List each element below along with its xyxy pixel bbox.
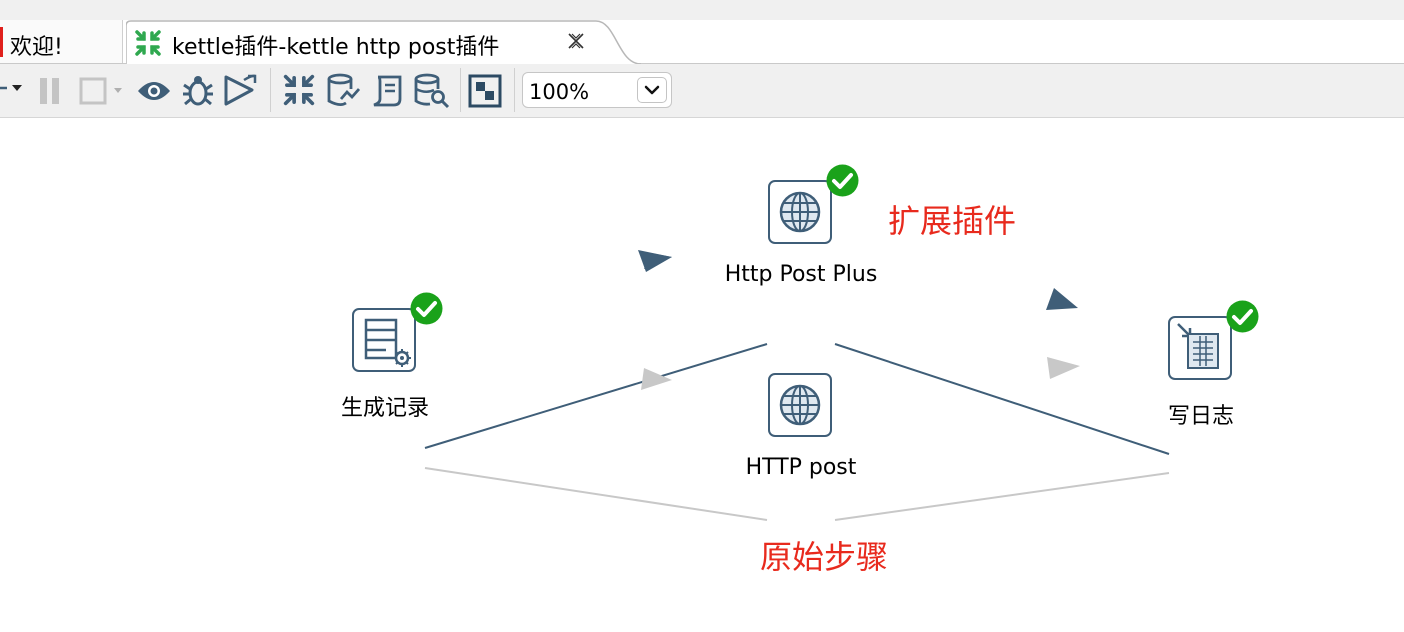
verify-icon[interactable] bbox=[282, 73, 316, 107]
globe-icon bbox=[779, 384, 821, 426]
toolbar-separator bbox=[514, 68, 515, 112]
stop-icon[interactable] bbox=[78, 76, 128, 106]
run-dropdown-icon[interactable] bbox=[0, 78, 24, 98]
tab-bar: 欢迎! kettle插件-kettle http post插件 bbox=[0, 20, 1404, 64]
step-http-post-label: HTTP post bbox=[745, 455, 857, 480]
hops-layer bbox=[424, 250, 1170, 521]
preview-eye-icon[interactable] bbox=[136, 76, 172, 106]
transformation-icon bbox=[135, 30, 161, 56]
hop-arrow-head bbox=[638, 250, 672, 272]
hop-plus-to-writelog[interactable] bbox=[834, 343, 1170, 455]
check-icon bbox=[826, 164, 859, 197]
zoom-dropdown-button[interactable] bbox=[637, 77, 667, 103]
step-generate-rows[interactable] bbox=[352, 308, 416, 372]
write-log-icon bbox=[1177, 323, 1219, 369]
tab-transformation-label: kettle插件-kettle http post插件 bbox=[172, 35, 500, 60]
check-icon bbox=[410, 292, 443, 325]
hop-httppost-to-writelog[interactable] bbox=[834, 472, 1170, 521]
hop-arrow-head bbox=[641, 368, 672, 390]
step-generate-rows-label: 生成记录 bbox=[340, 396, 430, 421]
check-icon bbox=[1226, 300, 1259, 333]
toolbar-separator bbox=[460, 68, 461, 112]
sql-script-icon[interactable] bbox=[370, 73, 404, 109]
tab-welcome-label: 欢迎! bbox=[10, 35, 63, 60]
transformation-canvas[interactable]: 生成记录 Http Post Plus HTTP post 写日志 扩展插件 原… bbox=[0, 118, 1404, 632]
step-http-post[interactable] bbox=[768, 373, 832, 437]
step-write-log[interactable] bbox=[1168, 316, 1232, 380]
toolbar-separator bbox=[270, 68, 271, 112]
show-results-icon[interactable] bbox=[468, 74, 502, 108]
hop-generate-to-httppost[interactable] bbox=[424, 467, 768, 521]
globe-icon bbox=[779, 191, 821, 233]
tab-welcome-marker bbox=[0, 27, 3, 57]
debug-bug-icon[interactable] bbox=[180, 73, 216, 109]
note-extension-plugin[interactable]: 扩展插件 bbox=[888, 202, 1017, 240]
step-http-post-plus[interactable] bbox=[768, 180, 832, 244]
toolbar: 100% bbox=[0, 64, 1404, 118]
hop-arrow-head bbox=[1047, 357, 1080, 379]
hop-generate-to-plus[interactable] bbox=[424, 343, 768, 449]
note-original-step[interactable]: 原始步骤 bbox=[760, 538, 889, 576]
chevron-down-icon bbox=[644, 85, 660, 95]
pause-icon[interactable] bbox=[38, 76, 62, 106]
zoom-value: 100% bbox=[529, 80, 590, 104]
zoom-select[interactable]: 100% bbox=[522, 72, 672, 108]
database-explore-icon[interactable] bbox=[414, 73, 450, 109]
tab-transformation[interactable]: kettle插件-kettle http post插件 bbox=[126, 20, 646, 64]
replay-icon[interactable] bbox=[222, 73, 260, 109]
step-write-log-label: 写日志 bbox=[1167, 404, 1235, 429]
close-icon[interactable] bbox=[566, 31, 586, 51]
window-top-strip bbox=[0, 0, 1404, 21]
generate-rows-icon bbox=[364, 318, 411, 367]
step-http-post-plus-label: Http Post Plus bbox=[724, 262, 878, 287]
tab-welcome[interactable]: 欢迎! bbox=[0, 20, 123, 63]
impact-analysis-icon[interactable] bbox=[326, 73, 360, 109]
tab-shape bbox=[126, 20, 642, 64]
hop-arrow-head bbox=[1046, 288, 1078, 310]
